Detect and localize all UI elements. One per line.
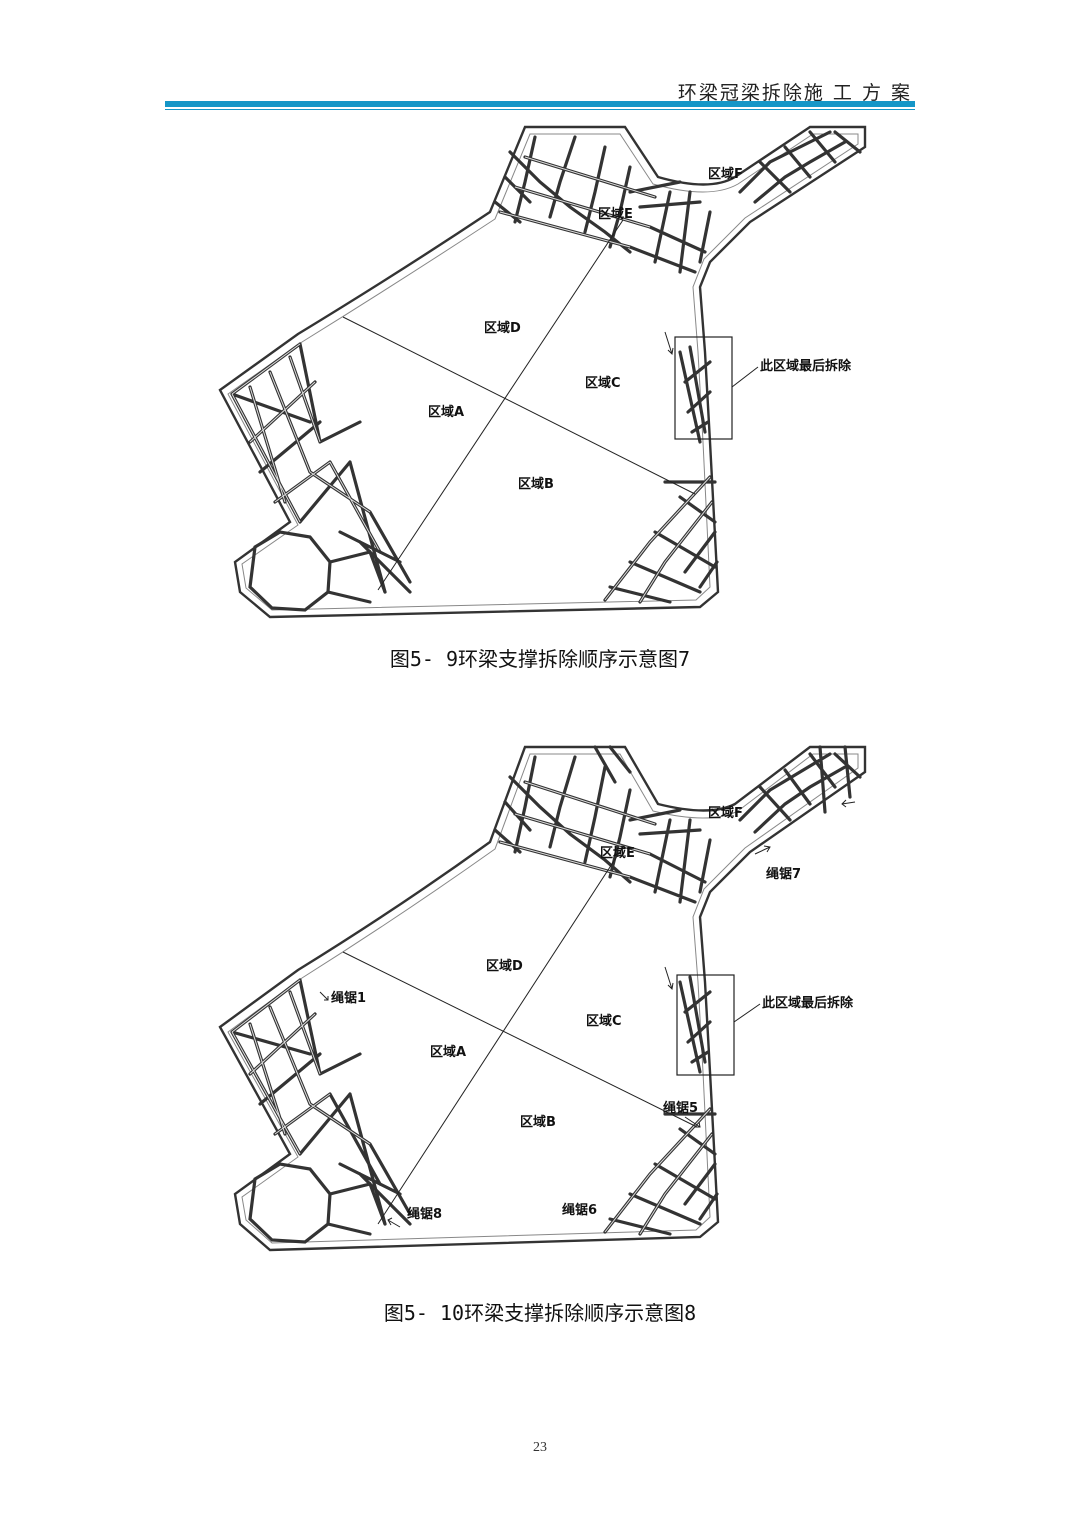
ring-beam-outline <box>218 745 867 1252</box>
zone-c-label: 区域C <box>585 375 621 391</box>
top-right-arrow-icon <box>841 799 856 808</box>
figure-1-caption: 图5- 9环梁支撑拆除顺序示意图7 <box>389 647 691 671</box>
zone-b-label: 区域B <box>518 476 554 492</box>
figure-2: 区域F 区域E 区域D 区域C 区域A 区域B 此区域最后拆除 绳锯1 绳锯5 … <box>210 742 875 1264</box>
zone-c-label: 区域C <box>586 1013 622 1029</box>
zone-f-label: 区域F <box>708 166 743 182</box>
zone-d-label: 区域D <box>484 320 521 336</box>
bracing-struts <box>230 130 862 612</box>
saw-8-label: 绳锯8 <box>407 1206 442 1222</box>
leader-line <box>731 366 759 388</box>
zone-a-label: 区域A <box>428 404 464 420</box>
last-demolish-label: 此区域最后拆除 <box>760 358 852 374</box>
last-demolish-box <box>676 974 735 1076</box>
page-number: 23 <box>533 1440 547 1455</box>
saw-7-label: 绳锯7 <box>766 866 801 882</box>
header-title: 环梁冠梁拆除施 工 方 案 <box>677 82 912 104</box>
figure-2-caption: 图5- 10环梁支撑拆除顺序示意图8 <box>383 1301 697 1325</box>
saw-1-label: 绳锯1 <box>331 990 366 1006</box>
last-demolish-label: 此区域最后拆除 <box>762 995 854 1011</box>
last-demolish-box <box>674 336 733 440</box>
saw-6-label: 绳锯6 <box>562 1202 597 1218</box>
arrow-icon <box>664 966 674 991</box>
zone-a-label: 区域A <box>430 1044 466 1060</box>
diagonal-lines <box>342 219 696 591</box>
figure-2-drawing: 区域F 区域E 区域D 区域C 区域A 区域B 此区域最后拆除 绳锯1 绳锯5 … <box>218 745 867 1252</box>
figure-1-drawing: 区域F 区域E 区域D 区域C 区域A 区域B 此区域最后拆除 <box>218 125 867 619</box>
ring-beam-outline <box>218 125 867 619</box>
saw-1-arrow-icon <box>319 991 329 1001</box>
saw-5-label: 绳锯5 <box>663 1100 698 1116</box>
zone-e-label: 区域E <box>598 206 633 222</box>
leader-line <box>733 1003 761 1023</box>
saw-7-arrow-icon <box>754 845 771 855</box>
zone-d-label: 区域D <box>486 958 523 974</box>
zone-b-label: 区域B <box>520 1114 556 1130</box>
zone-f-label: 区域F <box>708 805 743 821</box>
saw-5-arrow-icon <box>684 1116 701 1128</box>
diagonal-lines <box>342 846 698 1225</box>
figure-1: 区域F 区域E 区域D 区域C 区域A 区域B 此区域最后拆除 <box>210 122 875 632</box>
header-rule <box>165 101 915 107</box>
arrow-icon <box>664 331 674 356</box>
saw-8-arrow-icon <box>387 1217 401 1228</box>
bracing-struts <box>230 745 862 1244</box>
header-rule-thin <box>165 109 915 110</box>
zone-e-label: 区域E <box>600 845 635 861</box>
